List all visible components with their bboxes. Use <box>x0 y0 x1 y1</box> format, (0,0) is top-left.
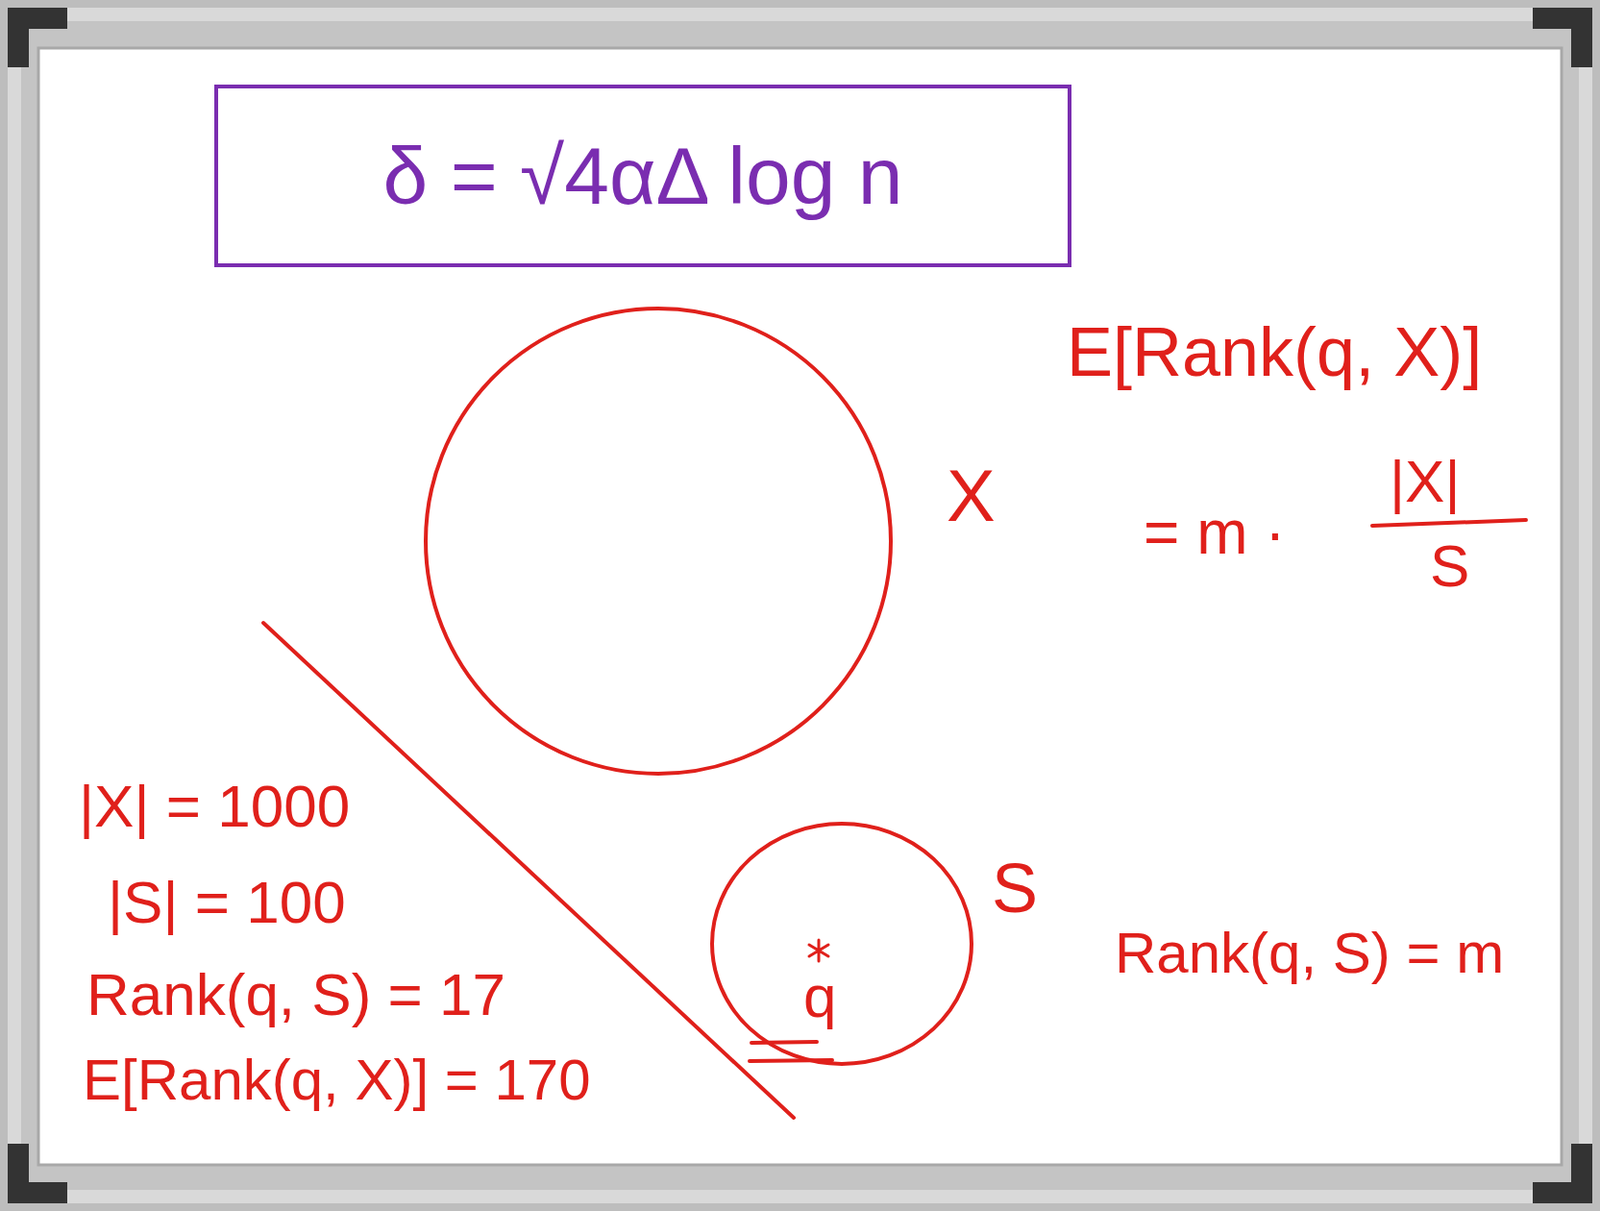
math-note: Rank(q, S) = m <box>1114 924 1504 983</box>
set-circle: X <box>422 305 894 777</box>
board-surface <box>38 48 1562 1165</box>
fraction-term: |X| <box>1389 451 1461 512</box>
corner <box>1532 7 1593 68</box>
set-label: X <box>946 459 996 533</box>
corner <box>7 7 68 68</box>
set-label: S <box>991 853 1038 923</box>
asterisk-symbol <box>809 939 829 961</box>
math-note: E[Rank(q, X)] <box>1066 317 1482 387</box>
corner <box>7 1143 68 1204</box>
point-label: q <box>803 966 837 1027</box>
formula-text: δ = √4αΔ log n <box>383 135 904 217</box>
math-note: = m · <box>1143 501 1286 564</box>
circle-outline <box>709 820 975 1067</box>
frame-inner <box>7 7 1593 1204</box>
math-note: E[Rank(q, X)] = 170 <box>82 1051 591 1109</box>
set-circle: Sq <box>709 820 975 1067</box>
circle-outline <box>422 305 894 777</box>
math-note: |X| = 1000 <box>78 776 350 837</box>
math-note: |S| = 100 <box>107 872 346 933</box>
fraction-bar <box>1372 519 1527 526</box>
formula-box: δ = √4αΔ log n <box>214 84 1072 268</box>
fraction-term: S <box>1429 536 1470 596</box>
math-note: Rank(q, S) = 17 <box>86 964 506 1025</box>
divider-line <box>263 622 794 1118</box>
tick-mark <box>751 1041 817 1043</box>
corner <box>1532 1143 1593 1204</box>
frame-rail <box>21 21 1579 1190</box>
